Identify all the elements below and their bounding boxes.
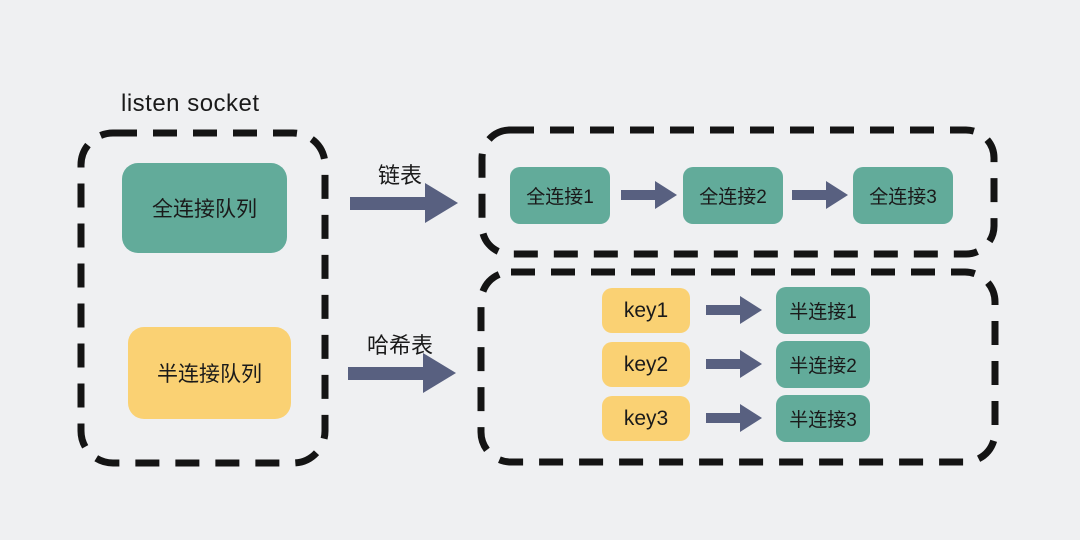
half-connection-box: 半连接2	[776, 341, 870, 388]
list-node-label: 全连接3	[869, 187, 937, 208]
linked-list-dashed-border	[478, 126, 998, 258]
linked-list-arrow-icon	[350, 183, 458, 223]
arrow-shaft	[350, 197, 426, 210]
arrow-head	[740, 404, 762, 432]
half-connection-label: 半连接2	[789, 356, 857, 377]
node-link-arrow-icon	[792, 181, 848, 209]
hash-key-box: key2	[602, 342, 690, 387]
list-node: 全连接3	[853, 167, 953, 224]
full-queue-box: 全连接队列	[122, 163, 287, 253]
hash-table-arrow-label: 哈希表	[366, 333, 433, 358]
arrow-head	[740, 350, 762, 378]
half-connection-box: 半连接1	[776, 287, 870, 334]
arrow-shaft	[706, 305, 741, 315]
full-queue-label: 全连接队列	[152, 198, 257, 221]
hash-key-label: key3	[623, 406, 669, 430]
arrow-head	[655, 181, 677, 209]
half-connection-label: 半连接1	[789, 302, 857, 323]
arrow-shaft	[621, 190, 656, 200]
arrow-shaft	[792, 190, 827, 200]
node-link-arrow-icon	[621, 181, 677, 209]
hash-map-arrow-icon	[706, 296, 762, 324]
diagram-title: listen socket	[121, 90, 260, 117]
linked-list-container	[478, 126, 998, 258]
hash-map-arrow-icon	[706, 404, 762, 432]
listen-socket-container	[77, 129, 329, 467]
arrow-head	[740, 296, 762, 324]
hash-key-box: key1	[602, 288, 690, 333]
half-queue-box: 半连接队列	[128, 327, 291, 419]
hash-key-box: key3	[602, 396, 690, 441]
list-node: 全连接1	[510, 167, 610, 224]
hash-key-label: key1	[623, 298, 669, 322]
hash-table-container	[477, 268, 999, 466]
list-node-label: 全连接1	[526, 187, 594, 208]
list-node-label: 全连接2	[699, 187, 767, 208]
hash-key-label: key2	[623, 352, 669, 376]
arrow-head	[826, 181, 848, 209]
linked-list-arrow-label: 链表	[377, 163, 422, 188]
arrow-head	[425, 183, 458, 223]
hash-table-dashed-border	[477, 268, 999, 466]
hash-table-arrow-icon	[348, 353, 456, 393]
list-node: 全连接2	[683, 167, 783, 224]
listen-socket-dashed-border	[77, 129, 329, 467]
arrow-shaft	[706, 359, 741, 369]
hash-map-arrow-icon	[706, 350, 762, 378]
arrow-shaft	[348, 367, 424, 380]
half-connection-label: 半连接3	[789, 410, 857, 431]
half-connection-box: 半连接3	[776, 395, 870, 442]
arrow-head	[423, 353, 456, 393]
half-queue-label: 半连接队列	[157, 363, 262, 386]
arrow-shaft	[706, 413, 741, 423]
